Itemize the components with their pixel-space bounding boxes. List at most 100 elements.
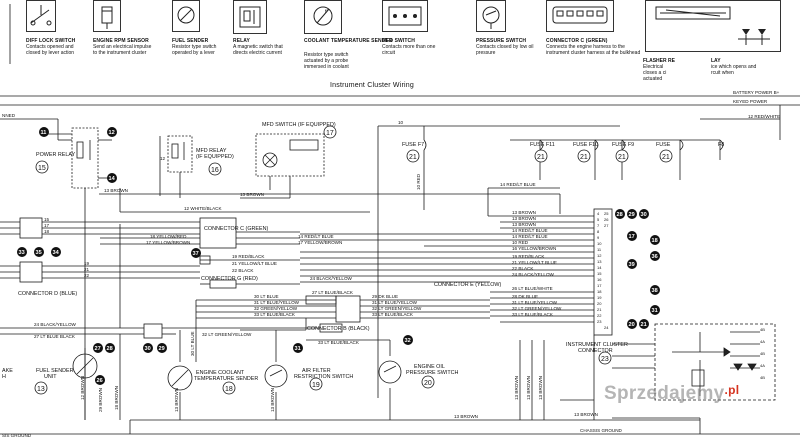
svg-text:38: 38 bbox=[652, 288, 658, 294]
pin-label: 5 bbox=[597, 217, 600, 222]
cluster-connector-label: INSTRUMENT CLUSTER bbox=[566, 342, 628, 348]
mfd-switch-label: MFD SWITCH (IF EQUIPPED) bbox=[262, 122, 336, 128]
wire-label: 33 LT BLUE/BLACK bbox=[318, 340, 360, 345]
svg-text:20: 20 bbox=[629, 322, 635, 328]
flasher-relay-text: FLASHER RE LAY Electrical ice which open… bbox=[643, 58, 793, 88]
left-partial-label-2: H bbox=[2, 374, 6, 380]
component-number-rings bbox=[34, 125, 673, 395]
pin-label: 4B bbox=[760, 327, 765, 332]
wire-label: 32 LT GREEN/YELLOW bbox=[202, 332, 252, 337]
wire-label: 33 LT BLUE/BLACK bbox=[512, 312, 554, 317]
red-white-label: 12 RED/WHITE bbox=[748, 114, 780, 119]
wire-label: 13 BROWN bbox=[174, 388, 179, 412]
keyed-power-label: KEYED POWER bbox=[733, 99, 768, 104]
legend-relay: RELAY A magnetic switch that directs ele… bbox=[233, 0, 289, 62]
svg-text:28: 28 bbox=[617, 212, 623, 218]
fuel-sender-label: FUEL SENDER bbox=[36, 368, 74, 374]
component-number: 21 bbox=[618, 154, 626, 161]
wire-label: 13 BROWN bbox=[512, 210, 536, 215]
legend-coolant-temp-sender: t° COOLANT TEMPERATURE SENDER Resistor t… bbox=[304, 0, 393, 70]
wire-label: 13 BROWN bbox=[104, 188, 128, 193]
wire-label: 22 BLACK bbox=[512, 266, 534, 271]
chassis-ground-label: CHASSIS GROUND bbox=[580, 428, 623, 433]
svg-text:30: 30 bbox=[641, 212, 647, 218]
pin-label: 4B bbox=[760, 375, 765, 380]
callout-badge: 37 bbox=[191, 248, 201, 258]
legend-name: PRESSURE SWITCH bbox=[476, 38, 527, 44]
callout-badge: 14 bbox=[107, 173, 117, 183]
callout-badge: 36 bbox=[650, 251, 660, 261]
left-wire-num: 21 bbox=[84, 267, 90, 272]
svg-text:37: 37 bbox=[193, 251, 199, 257]
legend-strip: DIFF LOCK SWITCH Contacts opened and clo… bbox=[0, 0, 802, 76]
legend-desc: Resistor type switch actuated by a probe… bbox=[304, 52, 349, 70]
wire-label: 18 YELLOW/RED bbox=[150, 234, 187, 239]
wire-label: 13 BROWN bbox=[526, 376, 531, 400]
fuel-sender-icon bbox=[172, 0, 200, 32]
wire-label: 21 YELLOW/LT BLUE bbox=[232, 261, 277, 266]
callout-badge: 38 bbox=[650, 285, 660, 295]
wire-label: 14 RED/LT BLUE bbox=[512, 234, 548, 239]
component-number: 21 bbox=[580, 154, 588, 161]
coolant-sender-label-2: TEMPERATURE SENDER bbox=[194, 376, 258, 382]
fuse-f8-label: FUSE bbox=[656, 142, 671, 148]
fuse-f8b-symbol bbox=[719, 139, 724, 151]
wire-label: 33 LT BLUE/BLACK bbox=[254, 312, 296, 317]
left-wire-num: 15 bbox=[44, 217, 50, 222]
flasher-desc-2: ice which opens and bbox=[711, 64, 757, 70]
legend-desc: Connects the engine harness to the instr… bbox=[546, 44, 641, 56]
wire-label: 17 YELLOW/BROWN bbox=[146, 240, 190, 245]
wire-label: 22 BLACK bbox=[232, 268, 254, 273]
pin-label: 21 bbox=[597, 307, 602, 312]
wire-label: 13 BROWN bbox=[574, 412, 598, 417]
legend-name: FUEL SENDER bbox=[172, 38, 209, 44]
wire-label: 10 RED bbox=[416, 173, 421, 190]
legend-fuel-sender: FUEL SENDER Resistor type switch operate… bbox=[172, 0, 224, 62]
cluster-connector-label-2: CONNECTOR bbox=[578, 348, 613, 354]
relay-icon bbox=[233, 0, 267, 34]
pin-label: 22 bbox=[597, 313, 602, 318]
wire-label: 32 LT GREEN/YELLOW bbox=[512, 306, 562, 311]
legend-name: CONNECTOR C (GREEN) bbox=[546, 38, 608, 44]
fuel-sender-label-2: UNIT bbox=[44, 374, 57, 380]
pin-label: 11 bbox=[597, 247, 602, 252]
callout-badge: 31 bbox=[293, 343, 303, 353]
svg-text:26: 26 bbox=[97, 378, 103, 384]
svg-text:18: 18 bbox=[652, 238, 658, 244]
callout-badge: 28 bbox=[615, 209, 625, 219]
flasher-desc-4: rcuit when bbox=[711, 70, 734, 76]
wire-label: 27 LT BLUE BLACK bbox=[34, 334, 76, 339]
oil-pressure-symbol bbox=[378, 360, 402, 384]
wire-label: 14 RED/LT BLUE bbox=[298, 234, 334, 239]
legend-desc: Send an electrical impulse to the instru… bbox=[93, 44, 152, 56]
svg-text:34: 34 bbox=[53, 250, 60, 256]
fuse-f7-label: FUSE F7 bbox=[402, 142, 424, 148]
watermark-text: Sprzedajemy bbox=[604, 383, 725, 404]
pin-label: 27 bbox=[604, 223, 609, 228]
flasher-relay-icon bbox=[645, 0, 781, 52]
wire-label: 24 BLACK/YELLOW bbox=[310, 276, 353, 281]
flasher-title-left: FLASHER RE bbox=[643, 58, 675, 64]
wire-label: 14 RED/LT BLUE bbox=[500, 182, 536, 187]
callout-badge: 26 bbox=[95, 375, 105, 385]
air-filter-label: AIR FILTER bbox=[302, 368, 331, 374]
watermark: Sprzedajemy.pl bbox=[604, 383, 739, 405]
svg-text:29: 29 bbox=[629, 212, 635, 218]
air-filter-label-2: RESTRICTION SWITCH bbox=[294, 374, 353, 380]
fuse-f10-label: FUSE F10 bbox=[573, 142, 598, 148]
svg-text:31: 31 bbox=[652, 308, 658, 314]
connector-icon bbox=[546, 0, 614, 32]
wire-label: 30 LT BLUE bbox=[190, 331, 195, 356]
wire-label: 27 LT BLUE/BLACK bbox=[312, 290, 354, 295]
pin-label: 9 bbox=[597, 235, 600, 240]
component-symbols bbox=[19, 139, 757, 391]
left-wire-num: 18 bbox=[44, 229, 50, 234]
svg-text:12: 12 bbox=[109, 130, 115, 136]
svg-text:39: 39 bbox=[629, 262, 635, 268]
wire-label: 14 RED/LT BLUE bbox=[512, 228, 548, 233]
legend-mfd-switch: MFD SWITCH Contacts more than one circui… bbox=[382, 0, 442, 62]
pin-label: 25 bbox=[604, 211, 609, 216]
wire-label: 32 LT GREEN/YELLOW bbox=[372, 306, 422, 311]
callout-badge: 18 bbox=[650, 235, 660, 245]
component-number: 20 bbox=[424, 380, 432, 387]
